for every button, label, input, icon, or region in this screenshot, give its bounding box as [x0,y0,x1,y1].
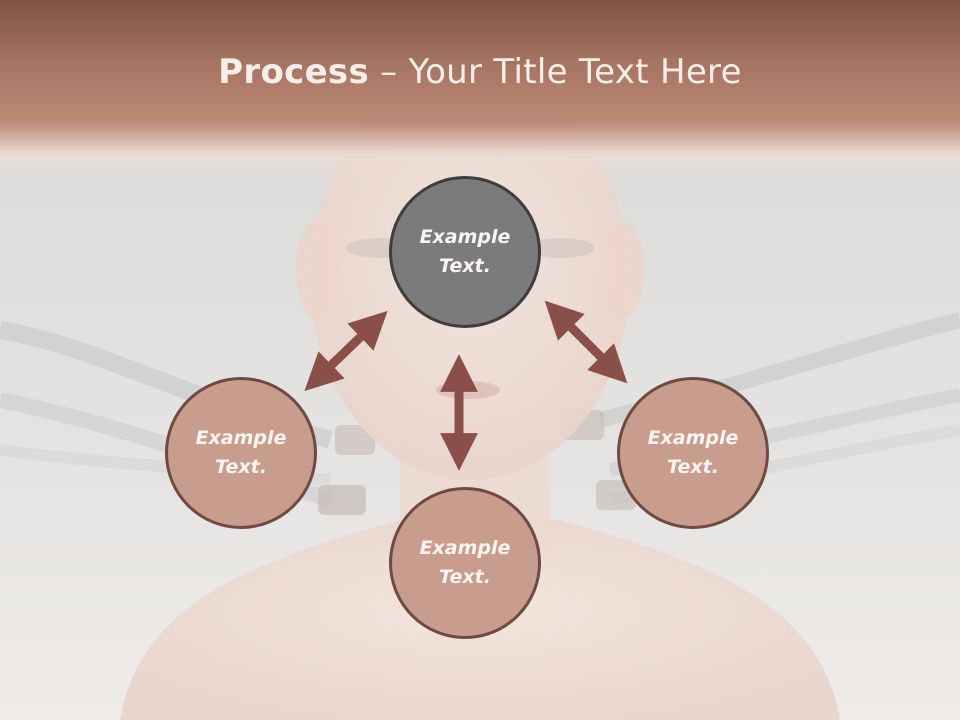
node-center: Example Text. [389,176,541,328]
slide-title: Process – Your Title Text Here [0,52,960,92]
arrow-left [304,310,388,392]
node-left: Example Text. [165,377,317,529]
node-bottom: Example Text. [389,487,541,639]
node-right: Example Text. [617,377,769,529]
title-rest: – Your Title Text Here [369,52,742,92]
title-bold: Process [218,52,370,92]
arrow-right [544,300,628,384]
node-left-label: Example Text. [195,427,287,478]
node-right-label: Example Text. [647,427,739,478]
title-banner [0,0,960,180]
node-center-label: Example Text. [419,226,511,277]
node-bottom-label: Example Text. [419,537,511,588]
